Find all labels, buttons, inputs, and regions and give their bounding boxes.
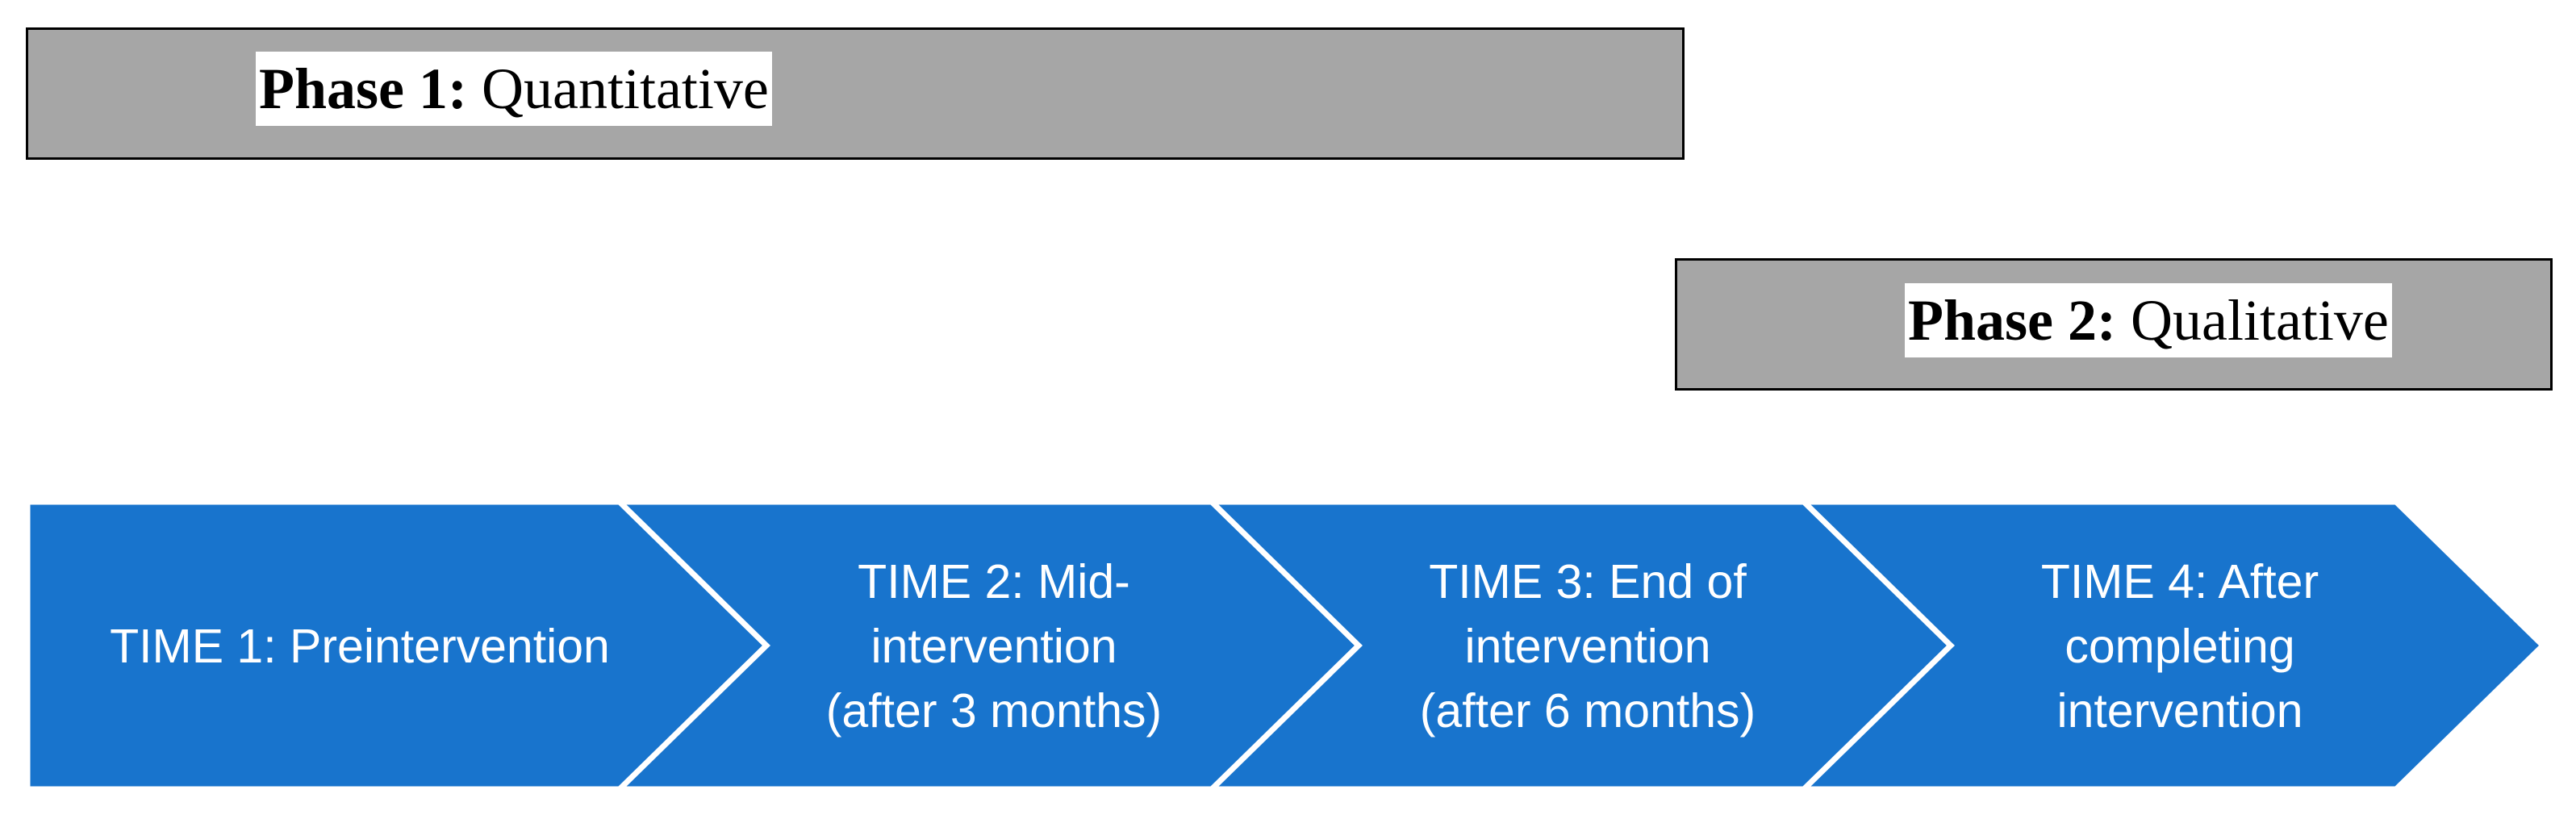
phase-1-label-bold: Phase 1: bbox=[259, 56, 467, 121]
chevron-step-2-line-1: TIME 2: Mid- bbox=[858, 555, 1130, 608]
chevron-step-4-label: TIME 4: After completing intervention bbox=[2041, 555, 2319, 738]
chevron-step-4-line-1: TIME 4: After bbox=[2041, 555, 2319, 608]
chevron-step-3-line-2: intervention bbox=[1464, 620, 1710, 673]
phase-2-label-bold: Phase 2: bbox=[1908, 288, 2116, 353]
phase-2-label-text: Qualitative bbox=[2130, 288, 2389, 353]
phase-1-bar: Phase 1: Quantitative bbox=[26, 27, 1685, 160]
chevron-step-2-line-3: (after 3 months) bbox=[826, 684, 1162, 738]
phase-2-bar: Phase 2: Qualitative bbox=[1675, 258, 2553, 391]
chevron-step-3-label: TIME 3: End of intervention (after 6 month… bbox=[1420, 555, 1756, 738]
phase-1-label: Phase 1: Quantitative bbox=[256, 52, 772, 126]
chevron-step-3-line-1: TIME 3: End of bbox=[1429, 555, 1747, 608]
chevron-step-2-line-2: intervention bbox=[870, 620, 1117, 673]
chevron-step-1-line-1: TIME 1: Preintervention bbox=[110, 620, 610, 673]
phase-2-label: Phase 2: Qualitative bbox=[1905, 283, 2392, 357]
chevron-step-4-line-3: intervention bbox=[2056, 684, 2303, 738]
chevron-step-1-label: TIME 1: Preintervention bbox=[110, 620, 610, 673]
phase-1-label-text: Quantitative bbox=[481, 56, 769, 121]
chevron-step-4 bbox=[1797, 499, 2548, 792]
chevron-step-2-label: TIME 2: Mid-intervention (after 3 months) bbox=[826, 555, 1162, 738]
chevron-step-4-line-2: completing bbox=[2065, 620, 2294, 673]
chevron-step-3-line-3: (after 6 months) bbox=[1420, 684, 1756, 738]
